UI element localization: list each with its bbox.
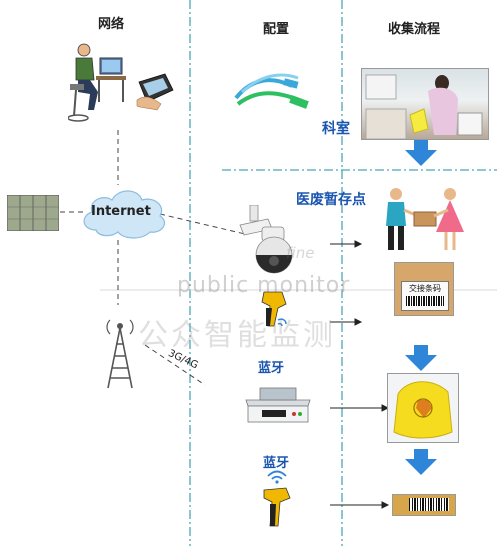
ptz-camera-icon (239, 205, 293, 274)
watermark-small: fine (286, 244, 315, 262)
cable-ties-icon (234, 73, 309, 109)
device-arrows (330, 240, 390, 509)
down-arrow-1 (405, 140, 437, 166)
wifi-icon (267, 470, 287, 484)
temp-storage-label: 医废暂存点 (296, 192, 366, 208)
department-photo (361, 68, 489, 140)
column-title-network: 网络 (98, 17, 125, 32)
down-arrow-2 (405, 345, 437, 371)
barcode-strip-photo (392, 494, 456, 516)
handheld-phone-icon (136, 73, 174, 111)
handheld-scanner-icon (261, 291, 287, 327)
column-title-process: 收集流程 (388, 22, 441, 37)
handover-barcode-photo: 交接条码 (394, 262, 454, 316)
link-tower-3g (144, 344, 206, 386)
handover-people-icon (386, 188, 464, 250)
barcode-scanner-icon (263, 487, 291, 527)
internet-cloud-icon (83, 190, 165, 239)
down-arrow-3 (405, 449, 437, 475)
weighing-scale-icon (245, 387, 311, 423)
link-internet-camera (159, 213, 246, 235)
server-cabinet-icon (7, 195, 59, 231)
person-computer-icon (68, 43, 126, 122)
column-title-config: 配置 (263, 22, 290, 37)
waste-bag-photo (387, 373, 459, 443)
bluetooth-label-1: 蓝牙 (258, 361, 285, 376)
watermark-line1: public monitor (177, 273, 351, 298)
barcode-label-text: 交接条码 (409, 284, 441, 293)
department-label: 科室 (322, 121, 350, 137)
cell-tower-icon (106, 319, 134, 389)
bluetooth-label-2: 蓝牙 (263, 456, 290, 471)
internet-label: Internet (91, 204, 151, 219)
process-arrows (405, 140, 437, 475)
watermark-line2: 公众智能监测 (138, 318, 336, 353)
